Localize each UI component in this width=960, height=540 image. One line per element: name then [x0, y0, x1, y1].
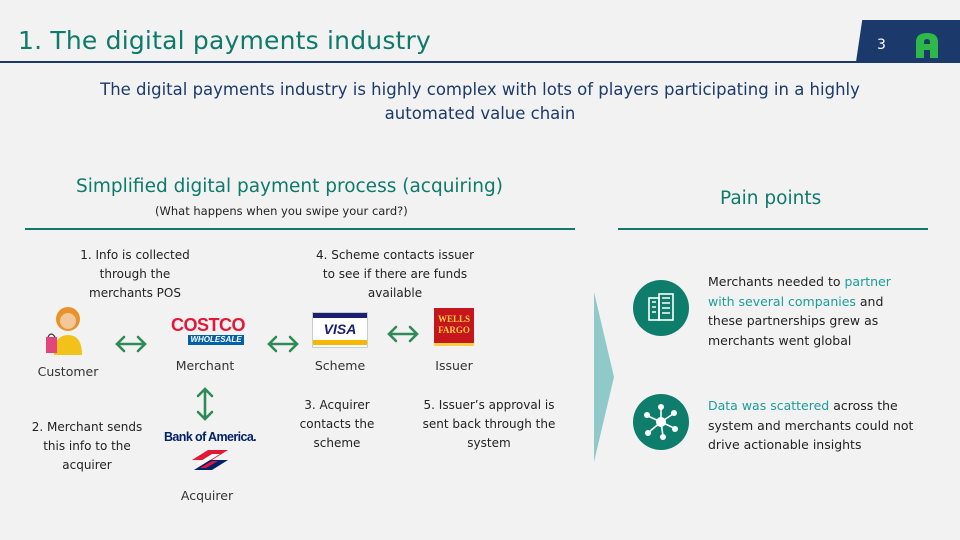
- note-step3: 3. Acquirer contacts the scheme: [288, 396, 386, 453]
- page-tab: [856, 20, 960, 62]
- note-step2: 2. Merchant sends this info to the acqui…: [28, 418, 146, 475]
- bank-of-america-logo: Bank of America.: [164, 430, 264, 476]
- costco-logo-bottom: WHOLESALE: [188, 335, 244, 345]
- slide-subtitle: The digital payments industry is highly …: [60, 78, 900, 126]
- pain-point-2: Data was scattered across the system and…: [708, 396, 928, 455]
- pain-1-pre: Merchants needed to: [708, 274, 844, 289]
- chevron-divider: [592, 292, 616, 462]
- page-title: 1. The digital payments industry: [18, 26, 431, 55]
- process-heading: Simplified digital payment process (acqu…: [76, 176, 503, 197]
- wells-fargo-logo: WELLS FARGO: [434, 308, 474, 346]
- double-arrow-icon: [114, 334, 148, 354]
- node-merchant: Merchant: [160, 358, 250, 373]
- visa-logo-text: VISA: [313, 318, 367, 340]
- network-hub-icon: [633, 394, 689, 450]
- buildings-icon: [633, 280, 689, 336]
- vertical-double-arrow-icon: [195, 386, 215, 422]
- brand-a-logo: [910, 28, 944, 62]
- pain-heading: Pain points: [720, 188, 821, 209]
- note-step4: 4. Scheme contacts issuer to see if ther…: [310, 246, 480, 303]
- customer-icon: [40, 305, 96, 357]
- costco-logo-top: COSTCO: [162, 316, 254, 334]
- node-acquirer: Acquirer: [164, 488, 250, 503]
- page-number: 3: [877, 37, 886, 53]
- costco-logo: COSTCO WHOLESALE: [162, 316, 254, 346]
- node-issuer: Issuer: [414, 358, 494, 373]
- process-subheading: (What happens when you swipe your card?): [155, 204, 408, 218]
- header: 1. The digital payments industry 3: [0, 0, 960, 64]
- pain-rule: [618, 228, 928, 230]
- note-step1: 1. Info is collected through the merchan…: [70, 246, 200, 303]
- title-underline: [0, 61, 960, 63]
- visa-logo: VISA: [312, 312, 368, 348]
- boa-flag-icon: [190, 448, 230, 472]
- double-arrow-icon: [266, 334, 300, 354]
- pain-2-highlight: Data was scattered: [708, 398, 829, 413]
- note-step5: 5. Issuer’s approval is sent back throug…: [412, 396, 566, 453]
- double-arrow-icon: [386, 324, 420, 344]
- boa-logo-text: Bank of America.: [164, 430, 264, 444]
- node-scheme: Scheme: [300, 358, 380, 373]
- node-customer: Customer: [28, 364, 108, 379]
- pain-point-1: Merchants needed to partner with several…: [708, 272, 918, 350]
- process-rule: [25, 228, 575, 230]
